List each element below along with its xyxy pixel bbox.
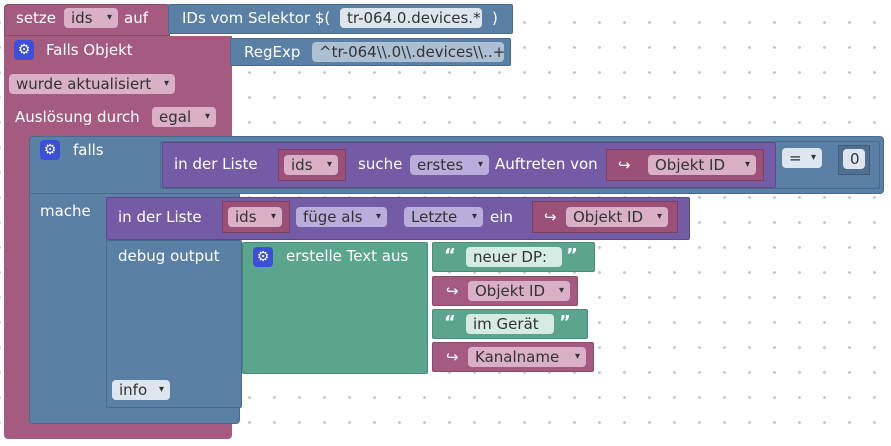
open-quote-icon: “ xyxy=(444,312,456,333)
trigger-mode-dropdown[interactable]: wurde aktualisiert xyxy=(9,74,175,94)
trigger-cause-label: Auslösung durch xyxy=(15,108,140,126)
condition-arrow-icon: ↪ xyxy=(618,156,631,174)
list-add-in-list-label: in der Liste xyxy=(118,208,202,226)
set-to-label: auf xyxy=(124,9,148,27)
text-input-0[interactable]: neuer DP: xyxy=(466,247,562,267)
var-arrow-icon-1: ↪ xyxy=(446,282,459,300)
selector-label: IDs vom Selektor $( xyxy=(182,9,331,27)
find-label: suche xyxy=(358,155,403,173)
trigger-label: Falls Objekt xyxy=(46,41,133,59)
condition-object-dropdown[interactable]: Objekt ID xyxy=(648,155,756,175)
var-arrow-icon-3: ↪ xyxy=(446,348,459,366)
var-dropdown-1[interactable]: Objekt ID xyxy=(468,281,570,301)
text-input-2[interactable]: im Gerät xyxy=(466,314,554,334)
list-add-arrow-icon: ↪ xyxy=(544,208,557,226)
compare-operator-dropdown[interactable]: = xyxy=(782,148,822,168)
trigger-gear-icon[interactable]: ⚙ xyxy=(14,40,34,60)
do-label: mache xyxy=(40,202,91,220)
set-label: setze xyxy=(16,9,57,27)
trigger-block-footer xyxy=(4,423,232,439)
trigger-cause-dropdown[interactable]: egal xyxy=(152,107,216,127)
list-add-object-dropdown[interactable]: Objekt ID xyxy=(566,207,668,227)
selector-close-label: ) xyxy=(492,9,498,27)
create-text-block[interactable] xyxy=(242,242,428,374)
list-add-var-dropdown[interactable]: ids xyxy=(228,207,282,227)
if-label: falls xyxy=(73,141,104,159)
open-quote-icon: “ xyxy=(444,245,456,266)
var-dropdown-3[interactable]: Kanalname xyxy=(468,347,586,367)
condition-list-dropdown[interactable]: ids xyxy=(284,155,338,175)
selector-input[interactable]: tr-064.0.devices.* xyxy=(340,8,482,28)
compare-value-input[interactable]: 0 xyxy=(843,149,865,169)
debug-level-dropdown[interactable]: info xyxy=(112,380,170,400)
occurrence-label: Auftreten von xyxy=(495,155,598,173)
condition-in-list-label: in der Liste xyxy=(174,155,258,173)
debug-output-label: debug output xyxy=(118,247,220,265)
close-quote-icon: ” xyxy=(566,245,578,266)
add-as-dropdown[interactable]: füge als xyxy=(296,207,387,227)
one-label: ein xyxy=(490,208,513,226)
if-gear-icon[interactable]: ⚙ xyxy=(40,140,60,160)
regexp-label: RegExp xyxy=(244,43,301,61)
regexp-input[interactable]: ^tr-064\\.0\\.devices\\..+ xyxy=(312,42,504,62)
create-text-label: erstelle Text aus xyxy=(286,247,409,265)
create-text-gear-icon[interactable]: ⚙ xyxy=(253,247,273,267)
position-dropdown[interactable]: Letzte xyxy=(404,207,483,227)
find-mode-dropdown[interactable]: erstes xyxy=(410,155,489,175)
set-variable-dropdown[interactable]: ids xyxy=(64,8,118,28)
close-quote-icon: ” xyxy=(559,312,571,333)
